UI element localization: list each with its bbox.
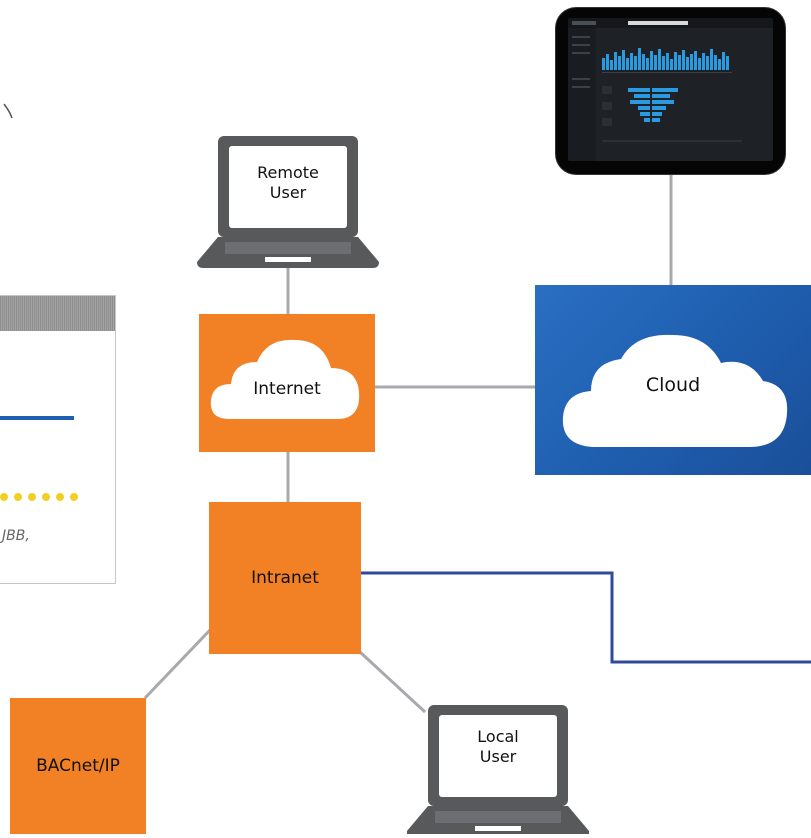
dashboard-thumbnail bbox=[568, 18, 773, 161]
side-panel-dots bbox=[0, 486, 84, 501]
remote-user-line1: Remote bbox=[257, 163, 319, 182]
tablet-device bbox=[556, 8, 785, 174]
cloud-shape-icon bbox=[562, 334, 788, 447]
dashboard-screenshot bbox=[568, 18, 773, 161]
bacnet-ip-label: BACnet/IP bbox=[36, 756, 120, 776]
side-panel-header bbox=[0, 296, 115, 331]
local-user-line2: User bbox=[479, 747, 517, 766]
laptop-icon bbox=[197, 136, 379, 268]
local-user-label: Local User bbox=[439, 727, 557, 767]
internet-cloud-icon bbox=[210, 339, 360, 419]
intranet-label: Intranet bbox=[251, 568, 319, 588]
corner-mark bbox=[3, 103, 13, 119]
remote-user-label: Remote User bbox=[229, 163, 347, 203]
link-intranet-blue-bus bbox=[361, 571, 811, 664]
bacnet-ip-node: BACnet/IP bbox=[10, 698, 146, 834]
link-intranet-bacnet bbox=[143, 628, 212, 700]
cloud-node: Cloud bbox=[535, 285, 811, 475]
intranet-node: Intranet bbox=[209, 502, 361, 654]
side-panel: JBB, bbox=[0, 295, 116, 584]
local-user-line1: Local bbox=[477, 727, 519, 746]
side-panel-text: JBB, bbox=[2, 528, 30, 544]
remote-user-laptop: Remote User bbox=[195, 134, 381, 270]
side-panel-rule bbox=[0, 416, 74, 420]
laptop-icon bbox=[407, 705, 589, 834]
cloud-label: Cloud bbox=[645, 374, 701, 396]
internet-node: Internet bbox=[199, 314, 375, 452]
local-user-laptop: Local User bbox=[405, 703, 591, 834]
link-intranet-local bbox=[358, 650, 427, 714]
internet-label: Internet bbox=[253, 379, 321, 399]
remote-user-line2: User bbox=[269, 183, 307, 202]
